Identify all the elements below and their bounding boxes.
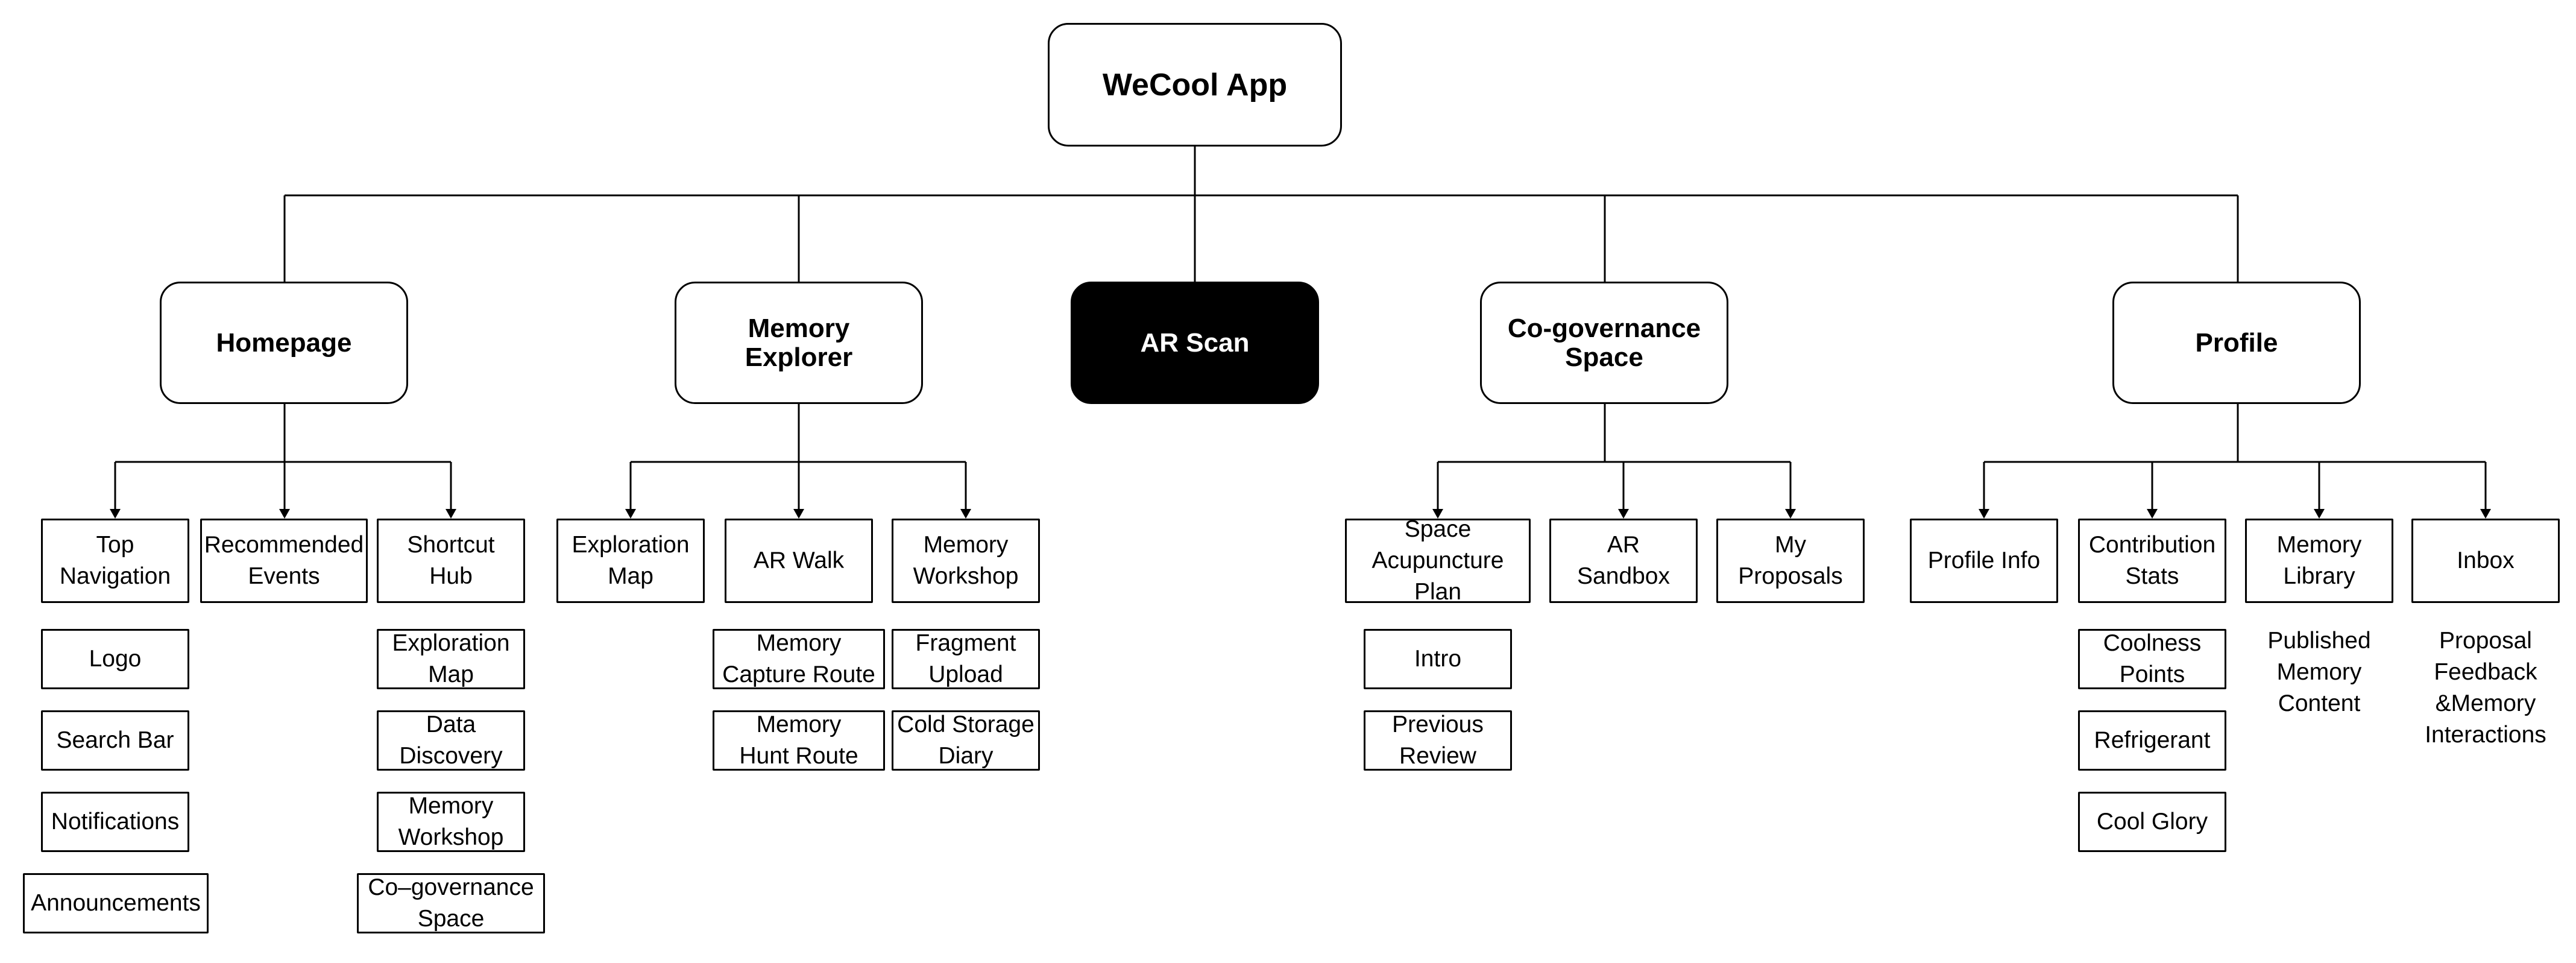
node-intro: Intro — [1364, 629, 1512, 689]
node-previous-review: Previous Review — [1364, 710, 1512, 771]
section-memory-explorer: Memory Explorer — [675, 282, 923, 404]
section-profile-label: Profile — [2195, 327, 2278, 358]
node-memory-capture-route: Memory Capture Route — [713, 629, 885, 689]
section-profile: Profile — [2112, 282, 2361, 404]
node-memory-workshop: Memory Workshop — [892, 519, 1040, 603]
node-my-proposals-label: My Proposals — [1738, 532, 1843, 589]
node-top-navigation: Top Navigation — [41, 519, 189, 603]
node-shortcut-hub: Shortcut Hub — [377, 519, 525, 603]
node-fragment-upload: Fragment Upload — [892, 629, 1040, 689]
node-ar-sandbox-label: AR Sandbox — [1577, 532, 1670, 589]
section-cogovernance-label: Co-governance Space — [1507, 313, 1701, 372]
node-top-navigation-label: Top Navigation — [59, 532, 171, 589]
node-memory-capture-route-label: Memory Capture Route — [722, 630, 875, 687]
node-refrigerant: Refrigerant — [2078, 710, 2226, 771]
node-notifications: Notifications — [41, 792, 189, 852]
root-node-wecool-app: WeCool App — [1048, 23, 1342, 147]
node-inbox: Inbox — [2411, 519, 2560, 603]
node-hub-memory-workshop-label: Memory Workshop — [398, 793, 504, 850]
note-proposal-feedback-label: Proposal Feedback &Memory Interactions — [2425, 628, 2546, 748]
section-memory-explorer-label: Memory Explorer — [745, 313, 853, 372]
node-memory-library-label: Memory Library — [2276, 532, 2362, 589]
node-hub-memory-workshop: Memory Workshop — [377, 792, 525, 852]
node-previous-review-label: Previous Review — [1392, 712, 1484, 769]
section-ar-scan: AR Scan — [1071, 282, 1319, 404]
node-space-acupuncture-plan-label: Space Acupuncture Plan — [1371, 516, 1504, 605]
node-memory-library: Memory Library — [2245, 519, 2393, 603]
node-notifications-label: Notifications — [51, 809, 180, 835]
note-published-memory-content-label: Published Memory Content — [2267, 628, 2371, 716]
node-contribution-stats-label: Contribution Stats — [2088, 532, 2216, 589]
node-exploration-map-label: Exploration Map — [572, 532, 690, 589]
node-logo: Logo — [41, 629, 189, 689]
section-cogovernance-space: Co-governance Space — [1480, 282, 1728, 404]
node-hub-exploration-map: Exploration Map — [377, 629, 525, 689]
node-space-acupuncture-plan: Space Acupuncture Plan — [1345, 516, 1531, 605]
node-cool-glory-label: Cool Glory — [2096, 809, 2208, 835]
note-published-memory-content: Published Memory Content — [2245, 624, 2393, 721]
node-cold-storage-diary-label: Cold Storage Diary — [897, 712, 1034, 769]
node-search-bar: Search Bar — [41, 710, 189, 771]
node-inbox-label: Inbox — [2457, 548, 2515, 573]
node-hub-cogovernance-space-label: Co–governance Space — [368, 874, 534, 932]
node-shortcut-hub-label: Shortcut Hub — [407, 532, 495, 589]
node-search-bar-label: Search Bar — [56, 727, 174, 753]
root-label: WeCool App — [1102, 67, 1288, 103]
section-homepage: Homepage — [160, 282, 408, 404]
node-memory-workshop-label: Memory Workshop — [913, 532, 1019, 589]
node-hub-data-discovery-label: Data Discovery — [399, 712, 503, 769]
note-proposal-feedback: Proposal Feedback &Memory Interactions — [2396, 624, 2575, 752]
node-exploration-map: Exploration Map — [556, 519, 705, 603]
node-memory-hunt-route: Memory Hunt Route — [713, 710, 885, 771]
node-profile-info-label: Profile Info — [1927, 548, 2041, 573]
node-hub-cogovernance-space: Co–governance Space — [357, 873, 545, 933]
node-profile-info: Profile Info — [1910, 519, 2058, 603]
node-ar-walk-label: AR Walk — [753, 548, 845, 573]
node-intro-label: Intro — [1414, 646, 1462, 672]
node-refrigerant-label: Refrigerant — [2094, 727, 2211, 753]
node-logo-label: Logo — [89, 646, 142, 672]
node-cool-glory: Cool Glory — [2078, 792, 2226, 852]
section-homepage-label: Homepage — [216, 327, 352, 358]
node-hub-exploration-map-label: Exploration Map — [392, 630, 510, 687]
node-contribution-stats: Contribution Stats — [2078, 519, 2226, 603]
section-ar-scan-label: AR Scan — [1140, 327, 1250, 358]
node-my-proposals: My Proposals — [1716, 519, 1865, 603]
node-fragment-upload-label: Fragment Upload — [915, 630, 1016, 687]
node-recommended-events: Recommended Events — [200, 519, 368, 603]
node-ar-walk: AR Walk — [725, 519, 873, 603]
node-ar-sandbox: AR Sandbox — [1549, 519, 1698, 603]
node-hub-data-discovery: Data Discovery — [377, 710, 525, 771]
node-memory-hunt-route-label: Memory Hunt Route — [739, 712, 858, 769]
node-coolness-points: Coolness Points — [2078, 629, 2226, 689]
node-announcements-label: Announcements — [31, 890, 201, 916]
node-recommended-events-label: Recommended Events — [204, 532, 364, 589]
node-cold-storage-diary: Cold Storage Diary — [892, 710, 1040, 771]
node-coolness-points-label: Coolness Points — [2103, 630, 2202, 687]
node-announcements: Announcements — [23, 873, 209, 933]
